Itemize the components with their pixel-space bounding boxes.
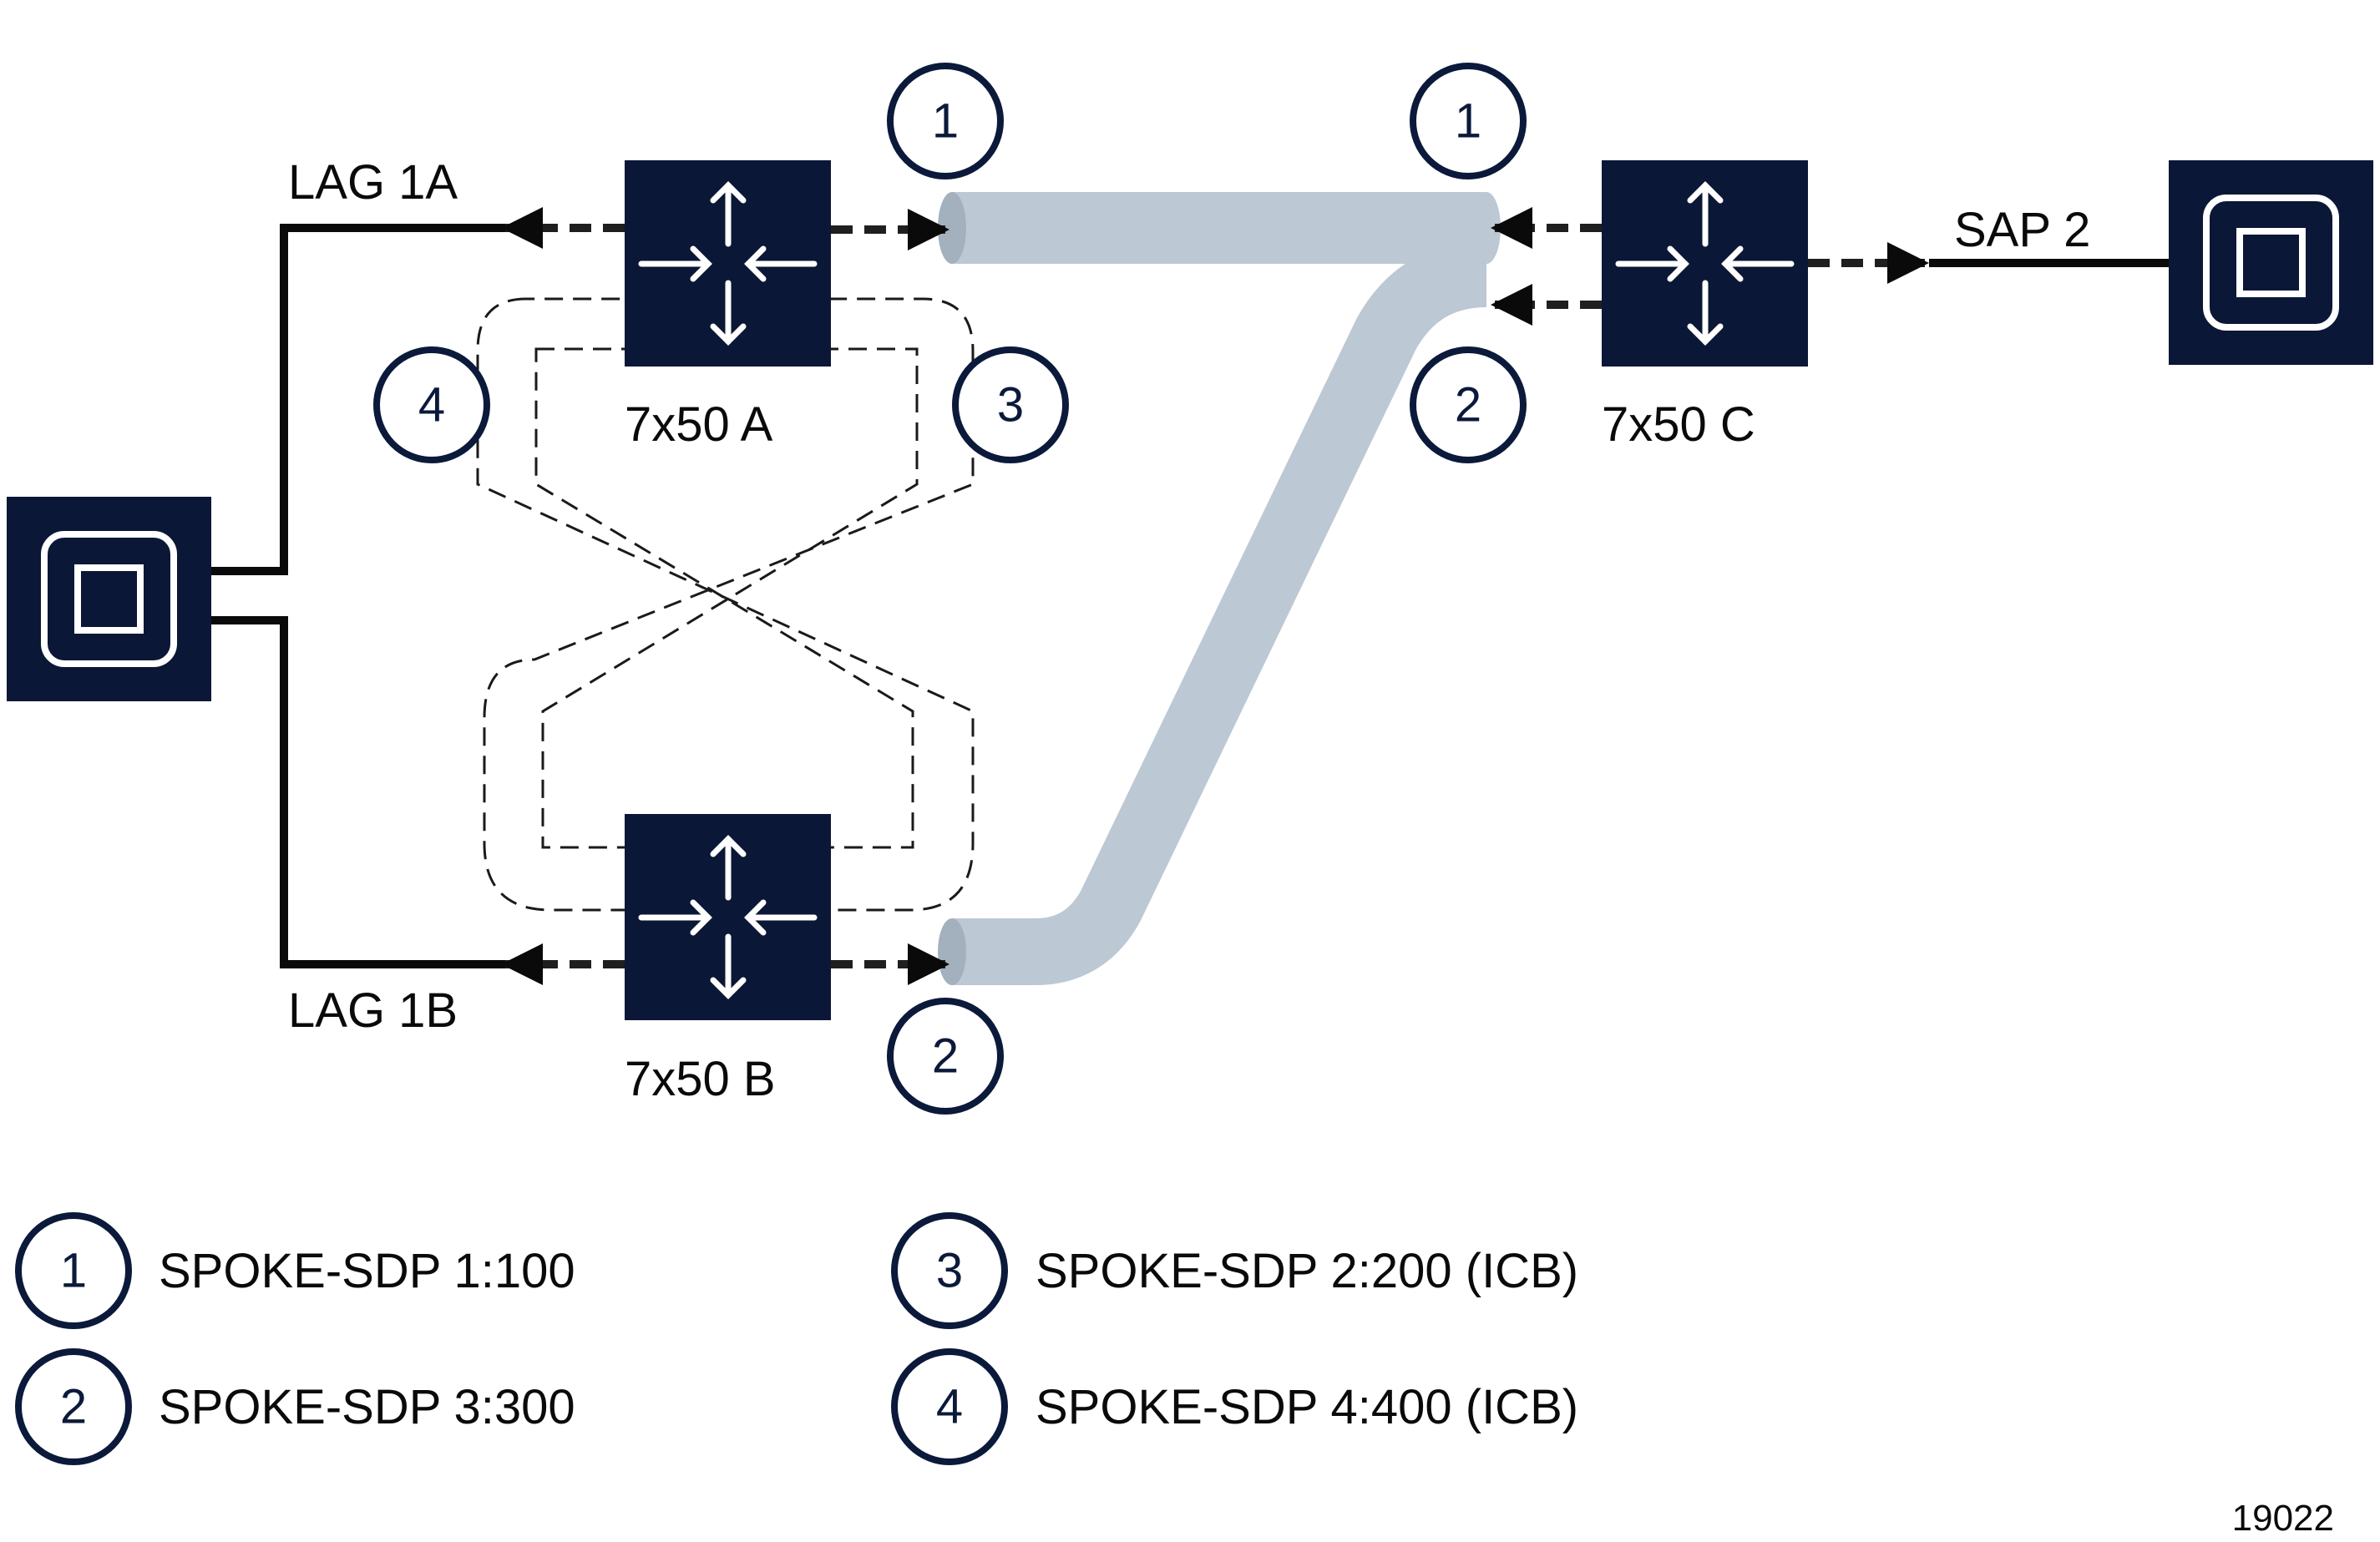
marker-circle — [952, 346, 1069, 463]
marker-circle — [373, 346, 490, 463]
legend-number: 4 — [936, 1380, 963, 1434]
router-icon — [1602, 160, 1808, 367]
dashed-arrows — [501, 207, 1929, 985]
lag-lines — [210, 224, 2171, 968]
lag-1a-line — [210, 224, 505, 575]
node-b-label: 7x50 B — [625, 1052, 776, 1106]
icb-outer-path — [476, 297, 975, 912]
router-icon — [625, 814, 831, 1020]
icb-inner-path — [534, 347, 919, 849]
marker-number: 2 — [932, 1029, 959, 1084]
marker-circle — [887, 998, 1004, 1115]
marker-circle — [887, 63, 1004, 179]
legend-text: SPOKE-SDP 2:200 (ICB) — [1036, 1244, 1578, 1298]
ce-switch-icon — [7, 497, 211, 701]
node-a-label: 7x50 A — [625, 397, 773, 452]
marker-number: 1 — [932, 94, 959, 149]
marker-number: 1 — [1455, 94, 1481, 149]
legend-text: SPOKE-SDP 4:400 (ICB) — [1036, 1380, 1578, 1434]
node-c-label: 7x50 C — [1602, 397, 1755, 452]
legend-number: 2 — [60, 1380, 87, 1434]
tunnel-1 — [938, 192, 1501, 264]
legend-item: 4 SPOKE-SDP 4:400 (ICB) — [891, 1348, 1578, 1465]
marker-number: 3 — [997, 378, 1024, 432]
marker-circle — [1410, 346, 1527, 463]
legend-item: 1 SPOKE-SDP 1:100 — [15, 1212, 575, 1329]
ce-switch-icon — [2169, 160, 2373, 365]
lag-1b-line — [210, 616, 505, 968]
icb-paths — [476, 297, 975, 912]
sap-2-label: SAP 2 — [1954, 203, 2090, 257]
legend-text: SPOKE-SDP 3:300 — [159, 1380, 575, 1434]
legend-number: 3 — [936, 1244, 963, 1298]
marker-number: 4 — [418, 378, 445, 432]
legend-item: 2 SPOKE-SDP 3:300 — [15, 1348, 575, 1465]
figure-id: 19022 — [2232, 1498, 2334, 1539]
legend-text: SPOKE-SDP 1:100 — [159, 1244, 575, 1298]
legend: 1 SPOKE-SDP 1:100 2 SPOKE-SDP 3:300 3 SP… — [15, 1212, 1578, 1465]
router-icon — [625, 160, 831, 367]
legend-item: 3 SPOKE-SDP 2:200 (ICB) — [891, 1212, 1578, 1329]
legend-number: 1 — [60, 1244, 87, 1298]
lag-1b-label: LAG 1B — [288, 983, 458, 1038]
marker-circle — [1410, 63, 1527, 179]
lag-1a-label: LAG 1A — [288, 155, 458, 210]
marker-number: 2 — [1455, 378, 1481, 432]
